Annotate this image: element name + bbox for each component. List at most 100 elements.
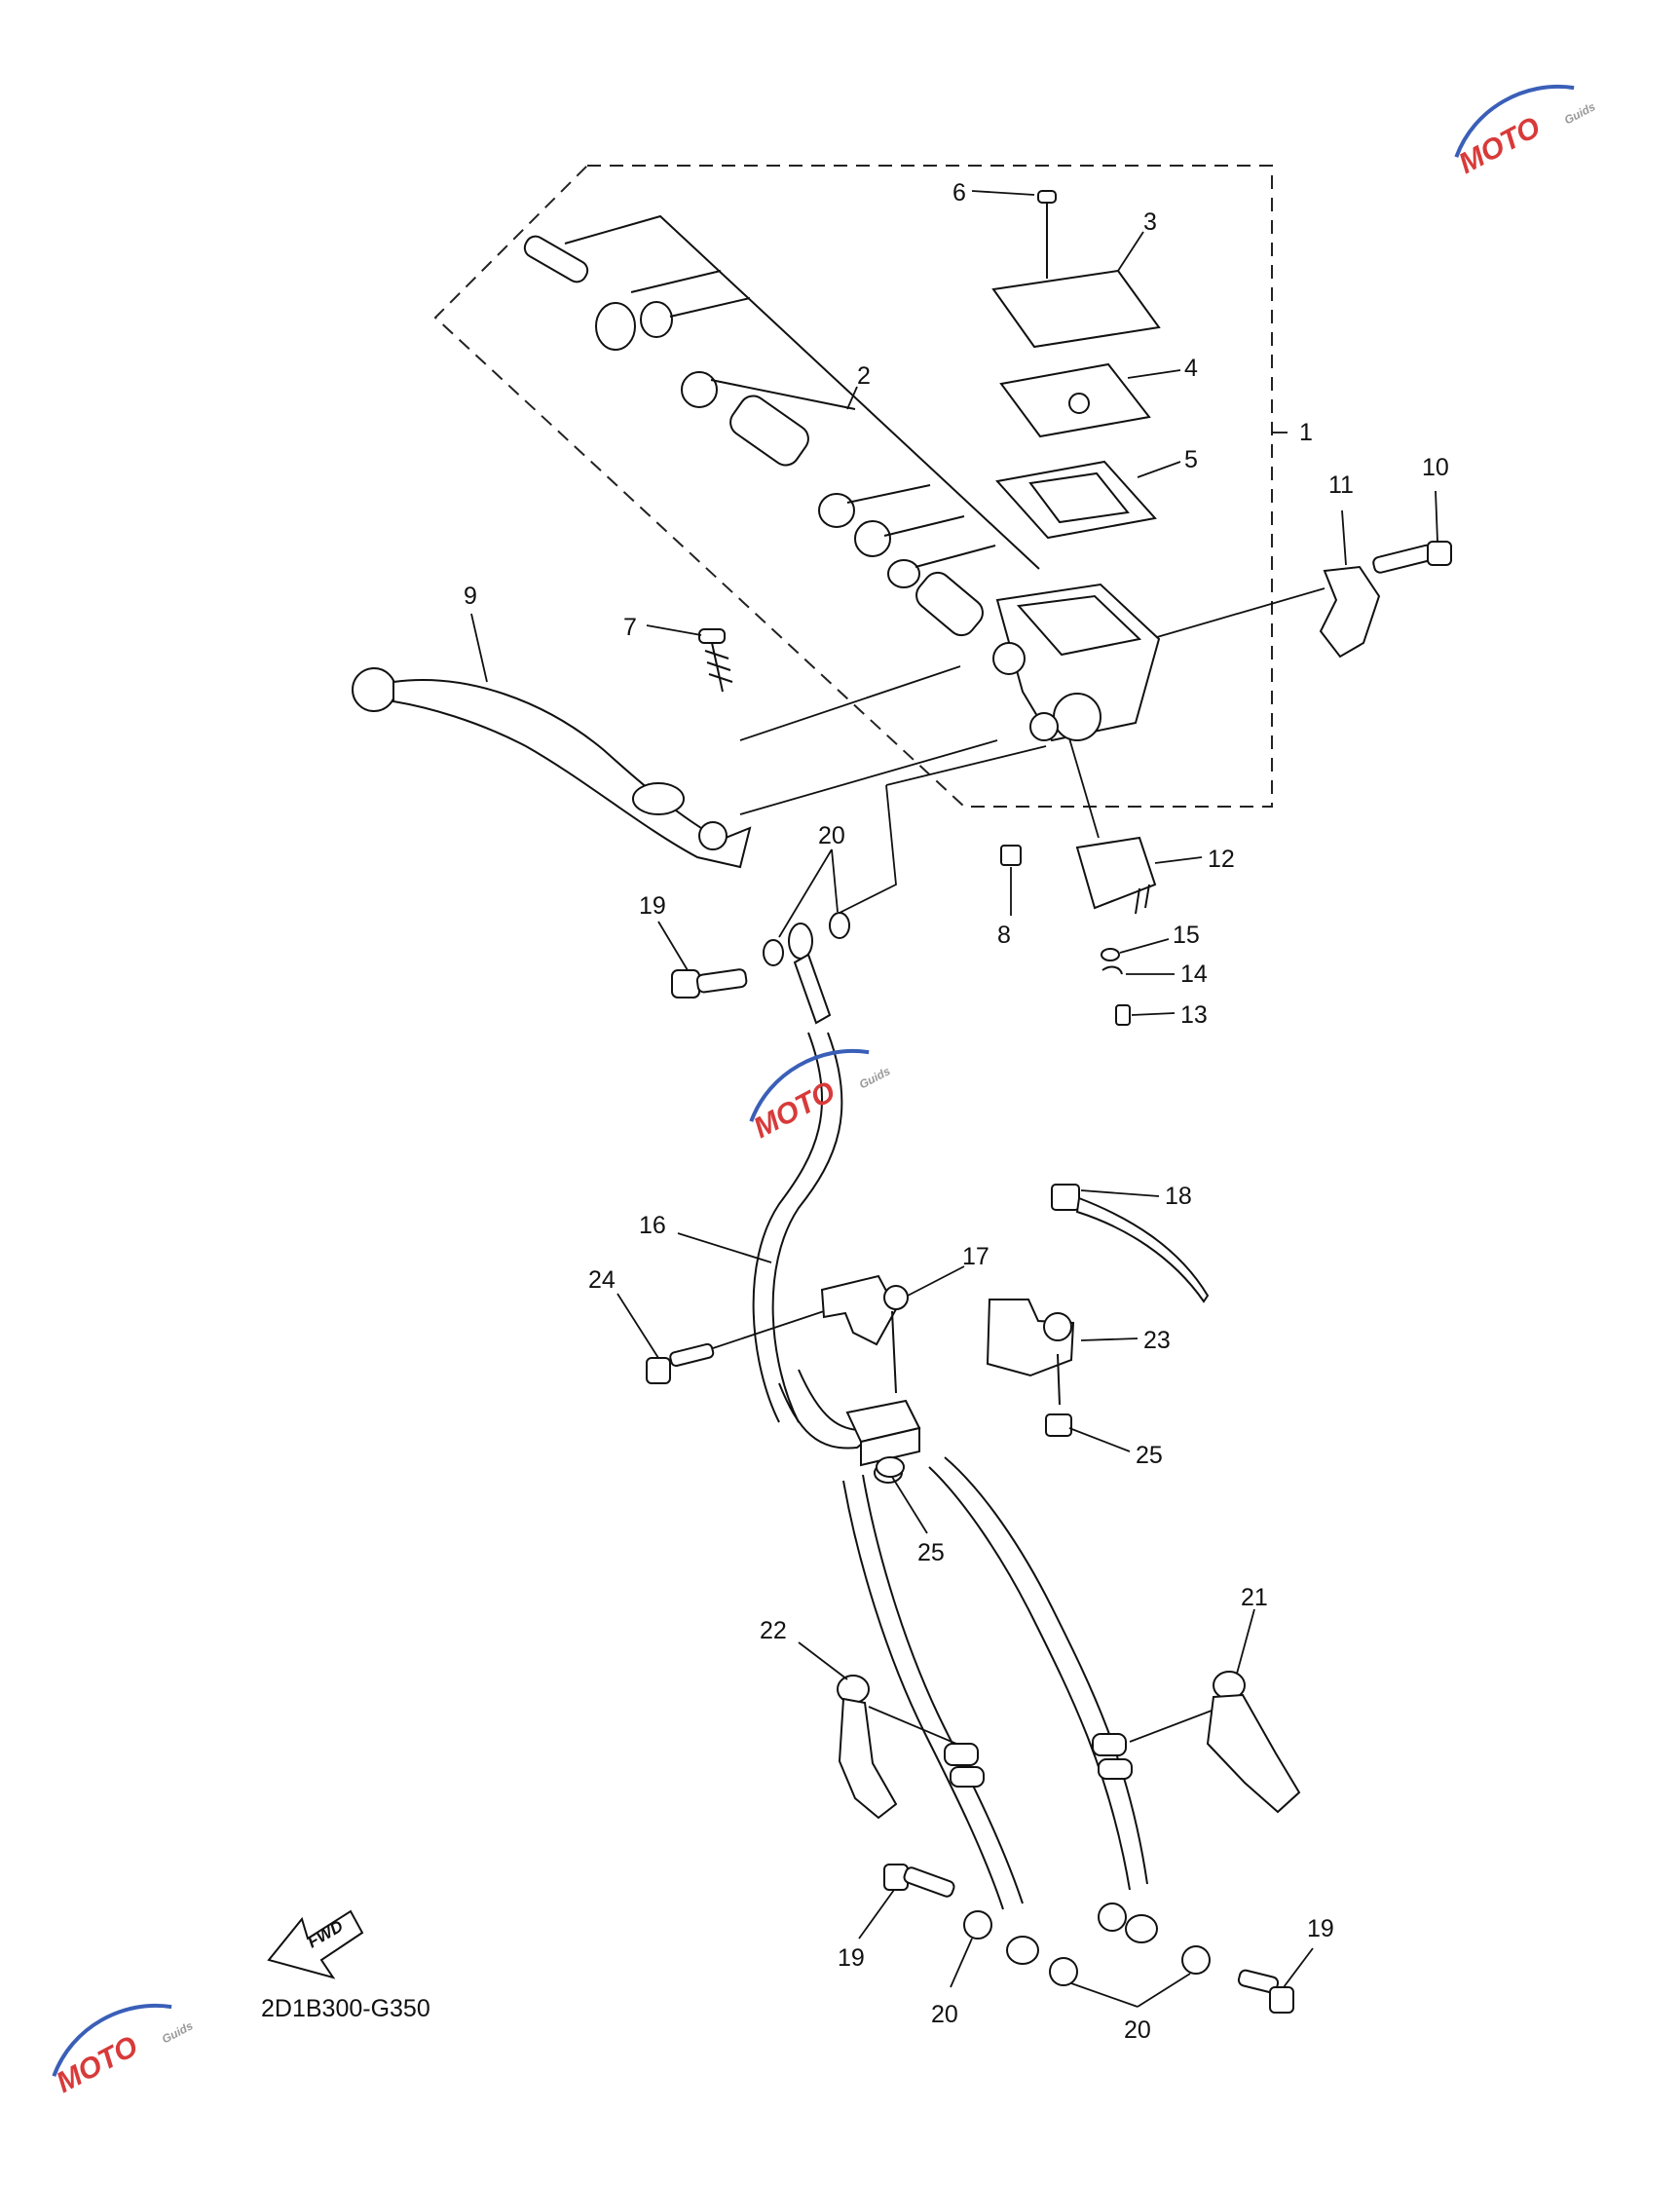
diagram-code: 2D1B300-G350 [261,1995,430,2022]
callout-6: 6 [952,179,966,207]
callout-20-bottom: 20 [1124,2016,1151,2044]
callout-22: 22 [760,1617,787,1644]
callout-13: 13 [1180,1001,1208,1029]
callout-17-leader [907,1265,965,1297]
washer-20-bl [963,1910,992,1940]
watermark-brand-3: MOTO [51,2030,142,2099]
nut-25-right [1045,1413,1072,1437]
brake-hose-16 [752,923,877,1450]
bracket-22 [837,1675,898,1820]
bolt-24 [646,1342,715,1384]
callout-3-leader [1117,231,1144,272]
brake-switch-12 [1075,836,1157,915]
callout-10: 10 [1422,454,1449,481]
union-bolt-19-left [883,1864,955,1898]
callout-15: 15 [1173,922,1200,949]
callout-20-bottom-leaders [1070,1973,1191,2008]
callout-7-leader [646,624,702,636]
hose-bolt-connector [885,745,1047,786]
callout-5-leader [1137,461,1181,478]
callout-25-center-leader [891,1476,928,1534]
lower-hose-left [842,1474,1039,1965]
callout-20-bottom-left: 20 [931,2001,958,2028]
union-bolt-19-right [1237,1969,1294,2014]
callout-23: 23 [1143,1327,1171,1354]
callout-4: 4 [1184,355,1198,382]
callout-21-leader [1236,1608,1255,1675]
callout-18-leader [1080,1189,1160,1197]
callout-22-leader [798,1641,848,1680]
callout-3: 3 [1143,208,1157,236]
callout-2-leader [846,386,858,410]
callout-19-top: 19 [639,892,666,920]
callout-13-leader [1131,1012,1176,1016]
washer-connector [833,784,897,917]
callout-6-leader [971,190,1035,196]
watermark-sub-3: Guids [160,2018,196,2046]
callout-25-center: 25 [917,1539,945,1566]
bracket-23 [986,1299,1075,1377]
lower-hose-right [928,1456,1158,1943]
lever-connector [739,739,998,815]
watermark-sub: Guids [1562,99,1598,127]
screw-6 [1037,190,1057,279]
bolt-10 [1372,541,1452,574]
nut-8 [1000,845,1022,866]
callout-11: 11 [1328,471,1354,499]
brake-lever-9 [352,667,752,869]
callout-20-top: 20 [818,822,845,849]
clamp-connector-line [1156,587,1325,638]
callout-17: 17 [962,1243,989,1270]
washer-20-bm2 [1098,1902,1127,1932]
washer-20-br [1181,1945,1211,1975]
callout-12-leader [1154,856,1203,864]
callout-7: 7 [623,614,637,641]
forward-arrow-icon: FWD [267,1909,364,1979]
bolt-24-connector [712,1310,825,1349]
callout-1: 1 [1299,419,1313,446]
callout-8: 8 [997,922,1011,949]
watermark-logo-top-right: MOTO Guids [1453,84,1598,180]
callout-24-leader [616,1293,659,1359]
callout-15-leader [1119,938,1170,954]
master-cylinder-body [992,583,1161,742]
hose-guide-17 [820,1274,909,1394]
pivot-bolt-7 [698,628,733,693]
switch-connector [1068,737,1100,839]
diaphragm-5 [995,460,1157,540]
callout-23-leader [1080,1337,1139,1341]
callout-9: 9 [464,583,477,610]
callout-2: 2 [857,362,871,390]
washer-20-top-a [763,939,784,966]
bracket-22-connector [868,1706,957,1745]
callout-19-right: 19 [1307,1915,1334,1942]
bolt-7-connector [739,665,961,741]
master-cylinder-assembly-outline [433,165,1273,808]
callout-14: 14 [1180,961,1208,988]
callout-18: 18 [1165,1183,1192,1210]
watermark-sub-2: Guids [857,1064,893,1091]
diaphragm-holder-4 [999,362,1151,438]
callout-4-leader [1127,369,1181,379]
callout-9-leader [470,613,488,683]
bracket-23-bolt [1057,1353,1061,1406]
callout-11-leader [1341,509,1347,566]
watermark-logo-center: MOTO Guids [748,1048,893,1145]
clip-14 [1101,965,1123,975]
union-bolt-19-top [671,968,748,998]
callout-19-left-leader [858,1889,895,1940]
watermark-brand: MOTO [1453,111,1545,180]
callout-25-right: 25 [1136,1442,1163,1469]
nut-25-center [876,1456,905,1478]
reservoir-cap-3 [991,269,1161,349]
callout-19-left: 19 [838,1944,865,1972]
washer-15 [1101,948,1120,961]
piston-kit [523,214,1040,637]
watermark-brand-2: MOTO [748,1075,840,1145]
callout-25-right-leader [1068,1427,1131,1452]
callout-21: 21 [1241,1584,1268,1611]
callout-24: 24 [588,1266,616,1294]
callout-10-leader [1435,490,1438,543]
callout-16-leader [677,1232,772,1263]
